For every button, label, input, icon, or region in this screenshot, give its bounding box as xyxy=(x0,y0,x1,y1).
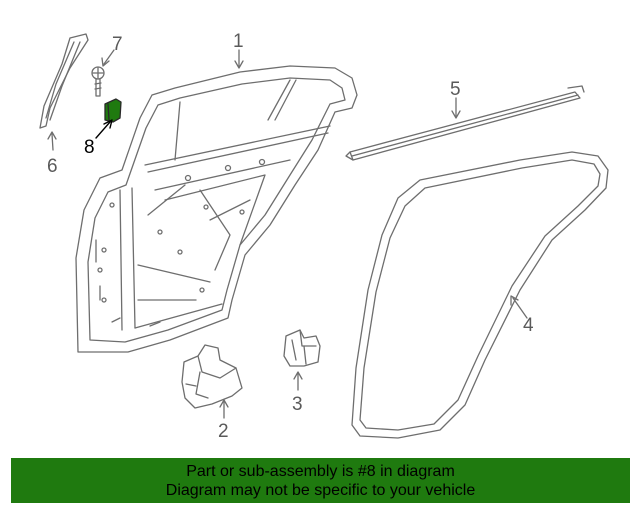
info-banner: Part or sub-assembly is #8 in diagram Di… xyxy=(11,458,630,503)
leader-lines xyxy=(47,49,528,419)
callout-1: 1 xyxy=(233,31,244,52)
part-2-bracket xyxy=(181,344,243,409)
part-6-window-channel xyxy=(39,33,89,129)
part-1-door-frame xyxy=(75,65,358,353)
banner-line-1: Part or sub-assembly is #8 in diagram xyxy=(186,463,455,480)
part-7-screw xyxy=(91,66,105,97)
parts-diagram: 1 2 3 4 5 6 7 8 xyxy=(39,31,609,442)
callout-6: 6 xyxy=(47,156,58,177)
callout-5: 5 xyxy=(450,79,461,100)
callout-2: 2 xyxy=(218,421,229,442)
callout-8: 8 xyxy=(84,137,95,158)
leader-line-8 xyxy=(95,119,113,139)
callout-3: 3 xyxy=(292,394,303,415)
part-3-clip xyxy=(283,329,321,367)
part-4-door-seal xyxy=(351,151,609,439)
part-5-belt-molding xyxy=(345,85,585,161)
part-8-highlighted xyxy=(104,98,122,123)
banner-line-2: Diagram may not be specific to your vehi… xyxy=(165,482,476,499)
callout-4: 4 xyxy=(523,315,534,336)
callout-7: 7 xyxy=(112,34,123,55)
